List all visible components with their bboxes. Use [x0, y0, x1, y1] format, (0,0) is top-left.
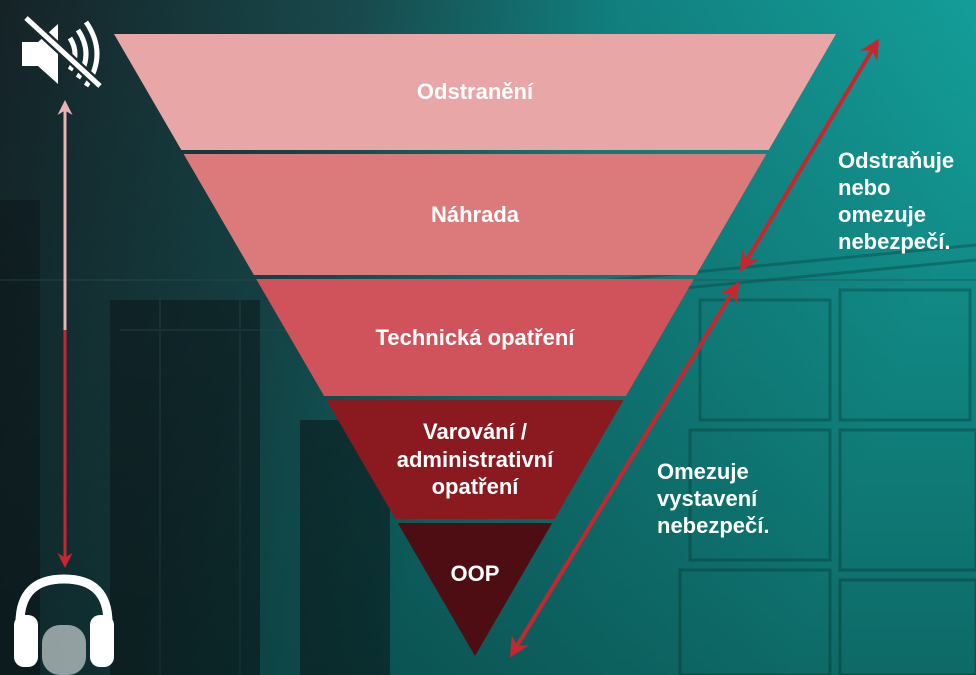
- level-label-administrative-controls: Varování / administrativní opatření: [396, 419, 554, 499]
- level-label-substitution: Náhrada: [430, 201, 520, 227]
- level-label-ppe: OOP: [450, 561, 500, 586]
- upper-right-arrow: [739, 38, 880, 272]
- level-label-engineering-controls: Technická opatření: [375, 324, 575, 350]
- level-substitution: [183, 154, 767, 275]
- headphones-icon: [14, 574, 114, 675]
- level-label-elimination: Odstranění: [416, 79, 534, 104]
- level-elimination: [114, 34, 836, 150]
- annotation-limits-exposure: Omezuje vystavení nebezpečí.: [657, 459, 770, 538]
- lower-right-arrow: [509, 281, 740, 658]
- annotation-removes-hazard: Odstraňuje nebo omezuje nebezpečí.: [838, 148, 955, 254]
- speaker-muted-icon: [22, 14, 104, 90]
